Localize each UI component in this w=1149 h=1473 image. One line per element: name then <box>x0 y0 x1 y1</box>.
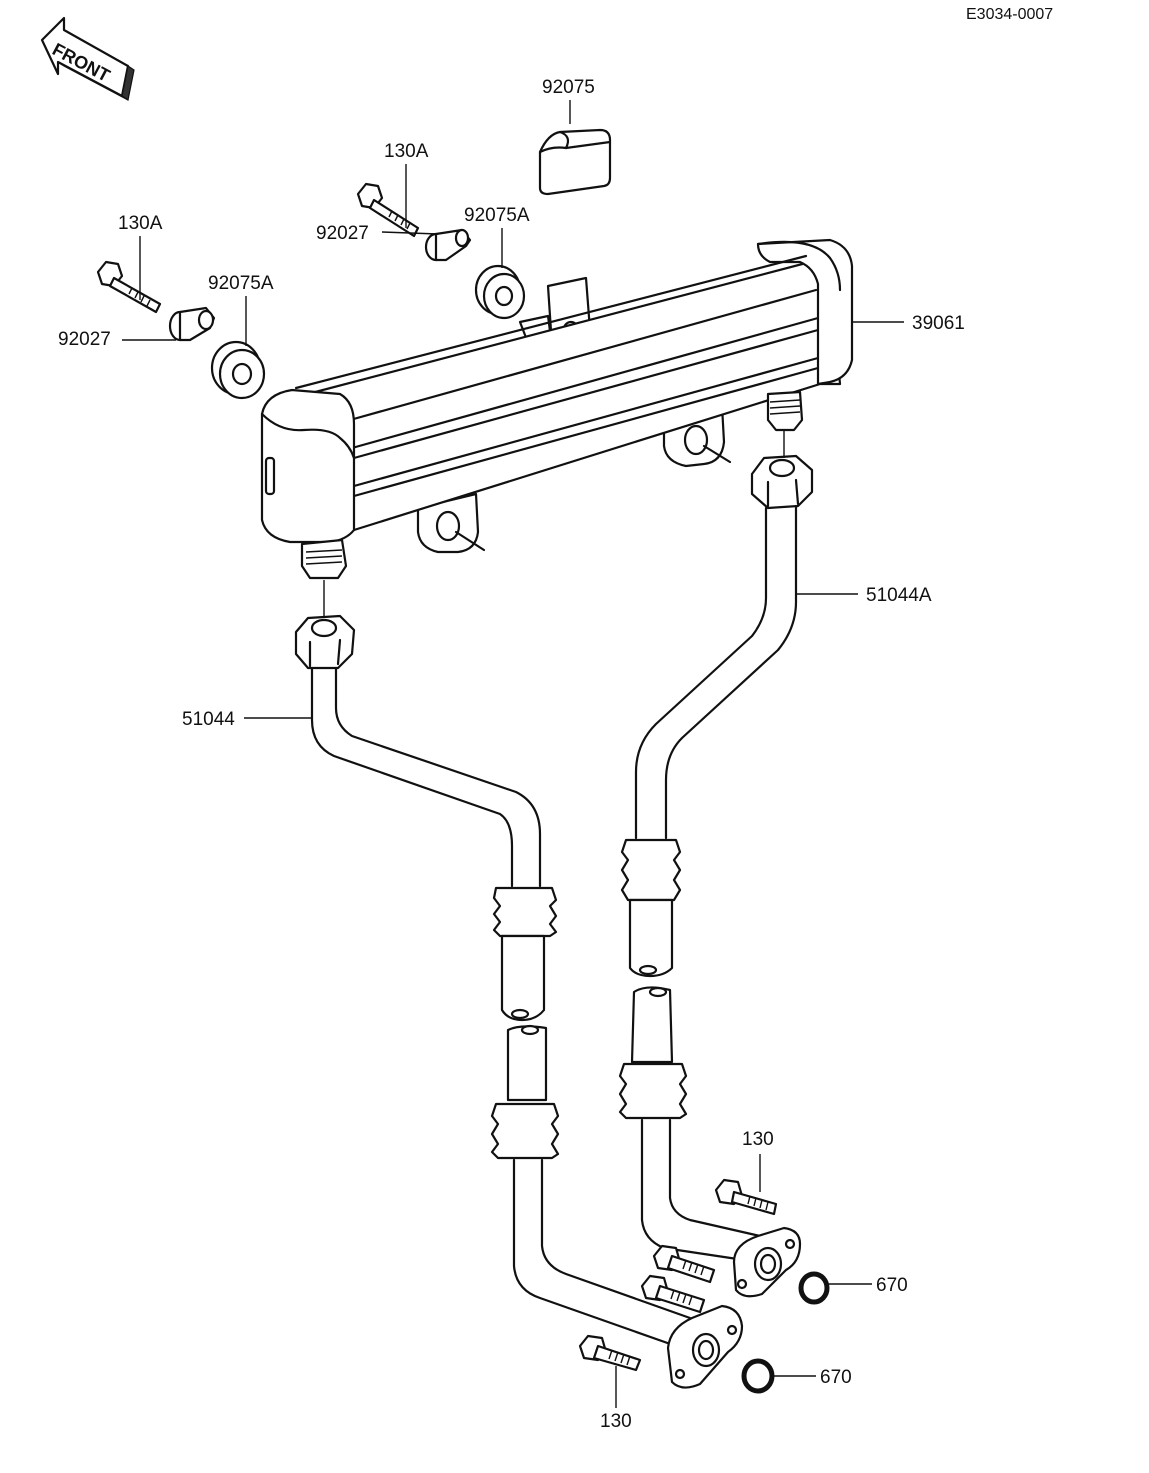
callout-130a-left: 130A <box>118 213 163 234</box>
oil-pipe-51044 <box>310 666 744 1389</box>
grommet-92075a-left <box>210 340 266 400</box>
bolt-flange-mid-1 <box>652 1244 716 1284</box>
bolt-flange-mid-2 <box>640 1274 706 1314</box>
diagram-reference-code: E3034-0007 <box>966 6 1054 23</box>
callout-92075: 92075 <box>542 77 595 98</box>
collar-92027-left <box>168 306 216 342</box>
oring-670-lower <box>741 1358 775 1394</box>
callout-130-upper: 130 <box>742 1129 774 1150</box>
bolt-130-lower <box>578 1334 642 1372</box>
callout-670-lower: 670 <box>820 1367 852 1388</box>
callout-130a-upper: 130A <box>384 141 429 162</box>
callout-130-lower: 130 <box>600 1411 632 1432</box>
callout-39061: 39061 <box>912 313 965 334</box>
callout-92027-left: 92027 <box>58 329 111 350</box>
oring-670-upper <box>798 1271 830 1305</box>
flare-nut-left <box>294 614 356 670</box>
oil-cooler-body <box>260 238 854 580</box>
callout-51044a: 51044A <box>866 585 932 606</box>
grommet-92075a-upper <box>474 264 526 320</box>
cover-part <box>538 128 612 196</box>
collar-92027-upper <box>424 228 472 262</box>
callout-51044: 51044 <box>182 709 235 730</box>
callout-92075a-upper: 92075A <box>464 205 530 226</box>
bolt-130a-left <box>96 260 162 314</box>
oil-pipe-51044a <box>618 504 802 1298</box>
leader-lines <box>122 100 904 1408</box>
flare-nut-right <box>750 454 814 510</box>
bolt-130-upper <box>714 1178 778 1216</box>
callout-92027-upper: 92027 <box>316 223 369 244</box>
callout-670-upper: 670 <box>876 1275 908 1296</box>
front-arrow-icon <box>40 16 135 101</box>
callout-92075a-left: 92075A <box>208 273 274 294</box>
